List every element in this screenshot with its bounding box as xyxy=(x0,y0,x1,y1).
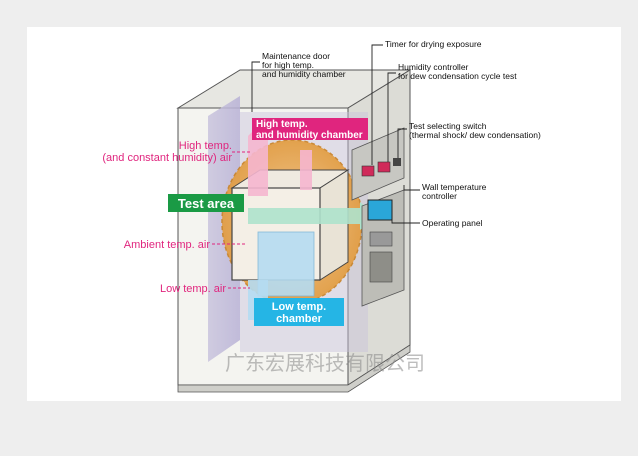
humidity-controller-display[interactable] xyxy=(377,161,391,173)
test-selecting-switch[interactable] xyxy=(393,158,401,166)
callout-leaders xyxy=(251,44,420,224)
maintenance-door-callout-line2: for high temp. xyxy=(262,60,314,70)
ambient-air-label: Ambient temp. air xyxy=(124,239,211,251)
operating-panel-callout: Operating panel xyxy=(422,218,483,228)
timer-dial[interactable] xyxy=(361,165,375,177)
low-chamber-label-box xyxy=(254,298,344,326)
operating-panel-screen[interactable] xyxy=(367,199,393,221)
test-switch-callout-line1: Test selecting switch xyxy=(409,121,487,131)
test-area-label: Test area xyxy=(178,196,235,211)
maintenance-door-callout-line1: Maintenance door xyxy=(262,51,330,61)
low-chamber-label-line2: chamber xyxy=(276,313,323,325)
high-chamber-label-box xyxy=(252,118,368,140)
air-leaders xyxy=(212,151,250,289)
wall-temp-callout-line2: controller xyxy=(422,191,457,201)
test-area-label-box xyxy=(168,194,244,212)
high-chamber-label-line1: High temp. xyxy=(256,119,308,130)
low-chamber-label-line1: Low temp. xyxy=(272,301,326,313)
humidity-controller-callout-line2: for dew condensation cycle test xyxy=(398,71,517,81)
timer-callout: Timer for drying exposure xyxy=(385,39,482,49)
high-chamber-label-line2: and humidity chamber xyxy=(256,130,363,141)
watermark: 广东宏展科技有限公司 xyxy=(225,352,425,375)
wall-temp-controller[interactable] xyxy=(369,231,393,247)
high-air-label-line2: (and constant humidity) air xyxy=(102,152,232,164)
wall-temp-callout-line1: Wall temperature xyxy=(422,182,487,192)
control-panel xyxy=(351,127,405,307)
maintenance-door-callout-line3: and humidity chamber xyxy=(262,69,346,79)
test-switch-callout-line2: (thermal shock/ dew condensation) xyxy=(409,130,541,140)
low-air-label: Low temp. air xyxy=(160,283,226,295)
high-air-label-line1: High temp. xyxy=(179,140,232,152)
humidity-controller-callout-line1: Humidity controller xyxy=(398,62,469,72)
